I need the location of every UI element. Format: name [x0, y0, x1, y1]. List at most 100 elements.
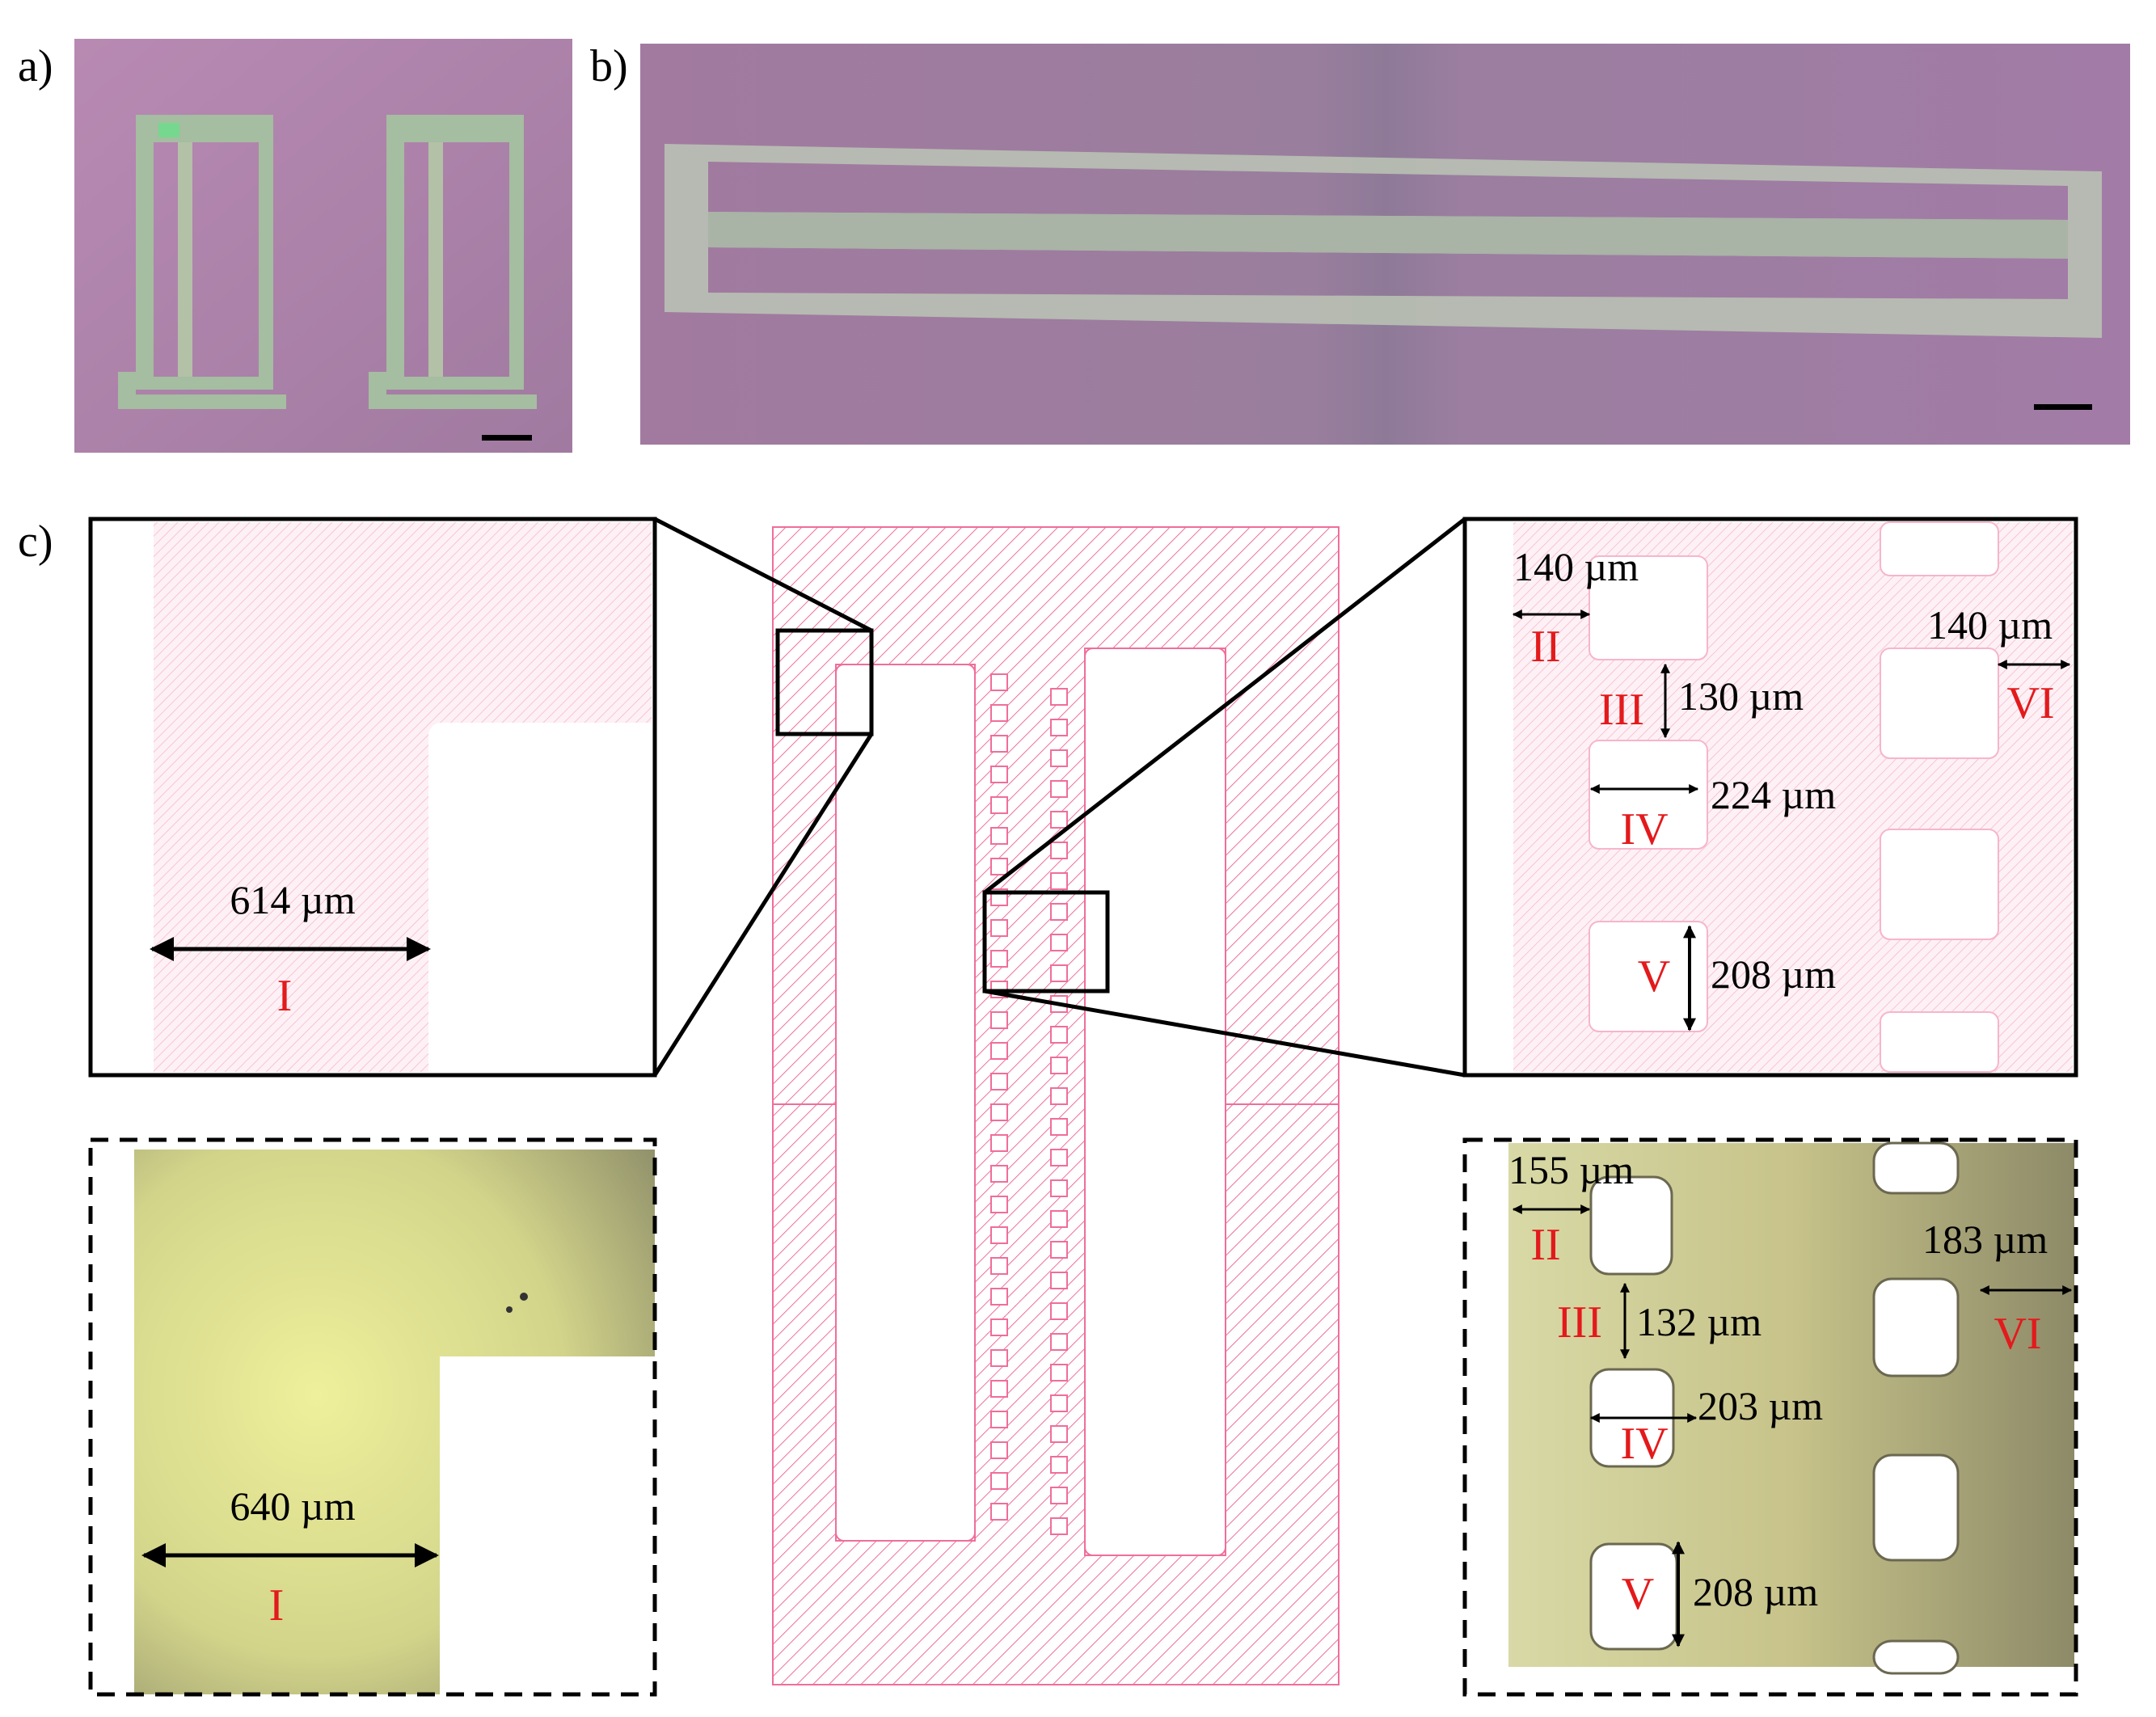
hole [1050, 749, 1068, 767]
hole [1050, 780, 1068, 798]
hole [1050, 1517, 1068, 1535]
hole [1050, 1179, 1068, 1197]
roman-label: III [1599, 685, 1644, 735]
measurement-label: 155 µm [1508, 1147, 1634, 1192]
hole [990, 1288, 1008, 1306]
hole [990, 796, 1008, 814]
hole [1589, 740, 1708, 850]
right-photo-holes [1589, 1141, 1960, 1675]
panel-b-label: b) [590, 41, 628, 91]
hole [990, 766, 1008, 783]
center-holes [990, 673, 1068, 1535]
hole [1050, 872, 1068, 890]
hole [990, 1380, 1008, 1398]
measurement-label: 140 µm [1513, 544, 1639, 589]
hole [1050, 719, 1068, 736]
roman-label: II [1530, 1220, 1560, 1270]
right-zoom-design: 140 µm II 130 µm III 224 µm IV 208 µm V … [1462, 517, 2078, 1078]
measurement-label: 132 µm [1636, 1299, 1762, 1344]
hole [1589, 1175, 1673, 1276]
hole [1880, 521, 1999, 576]
hole [1050, 1302, 1068, 1320]
measurement-label: 130 µm [1678, 673, 1804, 719]
hole [1050, 934, 1068, 951]
zoom-line [652, 732, 874, 1077]
hole [990, 1318, 1008, 1336]
roman-label: IV [1620, 1419, 1668, 1469]
scale-bar-a [482, 435, 532, 441]
hole [990, 827, 1008, 845]
hole [1050, 1456, 1068, 1474]
hole [1050, 1026, 1068, 1044]
hole [1880, 829, 1999, 940]
left-zoom-design: 614 µm I [88, 517, 657, 1078]
hole [990, 1073, 1008, 1091]
left-zoom-photo: 640 µm I [88, 1137, 657, 1697]
roman-label: III [1557, 1297, 1602, 1348]
hole [990, 1503, 1008, 1521]
hole [990, 1441, 1008, 1459]
center-design [772, 526, 1340, 1685]
zoom-line [983, 517, 1466, 894]
roman-label: I [269, 1580, 285, 1631]
zoom-box-left [775, 628, 874, 736]
hole [990, 858, 1008, 875]
hole [1050, 903, 1068, 921]
hole [1050, 811, 1068, 829]
hole [1589, 921, 1708, 1032]
hole [1050, 842, 1068, 859]
hole [1050, 1272, 1068, 1289]
right-design-labels: 140 µm II 130 µm III 224 µm IV 208 µm V … [1513, 544, 2055, 1002]
hole [1050, 1333, 1068, 1351]
hole [990, 950, 1008, 968]
hole [990, 1103, 1008, 1121]
hole [990, 1411, 1008, 1428]
hole [1050, 1364, 1068, 1382]
hole [1050, 1425, 1068, 1443]
right-zoom-photo: 155 µm II 132 µm III 203 µm IV 208 µm V … [1462, 1137, 2078, 1697]
roman-label: VI [2006, 678, 2054, 728]
measurement-label: 208 µm [1711, 951, 1836, 997]
hole [1872, 1141, 1960, 1195]
scale-bar-b [2034, 404, 2092, 410]
measurement-label: 203 µm [1698, 1383, 1823, 1428]
hole [990, 1134, 1008, 1152]
measurement-label: 224 µm [1711, 772, 1836, 817]
hole [990, 735, 1008, 753]
hole [1880, 648, 1999, 759]
hole [990, 1011, 1008, 1029]
hole [1050, 688, 1068, 706]
roman-label: VI [1994, 1309, 2041, 1359]
panel-c-label: c) [18, 517, 53, 567]
measurement-label: 140 µm [1927, 602, 2053, 648]
measurement-label: 614 µm [230, 877, 355, 922]
measurement-label: 208 µm [1693, 1569, 1818, 1614]
hole [1050, 1057, 1068, 1074]
hole [990, 1349, 1008, 1367]
hole [1050, 1487, 1068, 1504]
hole [1050, 1394, 1068, 1412]
hole [1050, 1118, 1068, 1136]
hole [990, 1226, 1008, 1244]
right-photo-labels: 155 µm II 132 µm III 203 µm IV 208 µm V … [1508, 1147, 2048, 1619]
hole [990, 673, 1008, 691]
hole [1589, 555, 1708, 660]
device-2 [369, 115, 537, 409]
right-design-holes [1589, 521, 1999, 1073]
hole [990, 1196, 1008, 1213]
device-1 [118, 115, 286, 409]
hole [990, 919, 1008, 937]
hole [1050, 1210, 1068, 1228]
zoom-line [984, 989, 1466, 1078]
hole [1050, 964, 1068, 982]
hole [990, 1257, 1008, 1275]
roman-label: V [1638, 951, 1670, 1002]
hole [990, 1042, 1008, 1060]
zoom-line [653, 517, 873, 633]
measurement-label: 640 µm [230, 1483, 355, 1529]
hole [1872, 1453, 1960, 1562]
hole [1050, 1149, 1068, 1166]
hole [1872, 1639, 1960, 1675]
hole [1872, 1277, 1960, 1377]
